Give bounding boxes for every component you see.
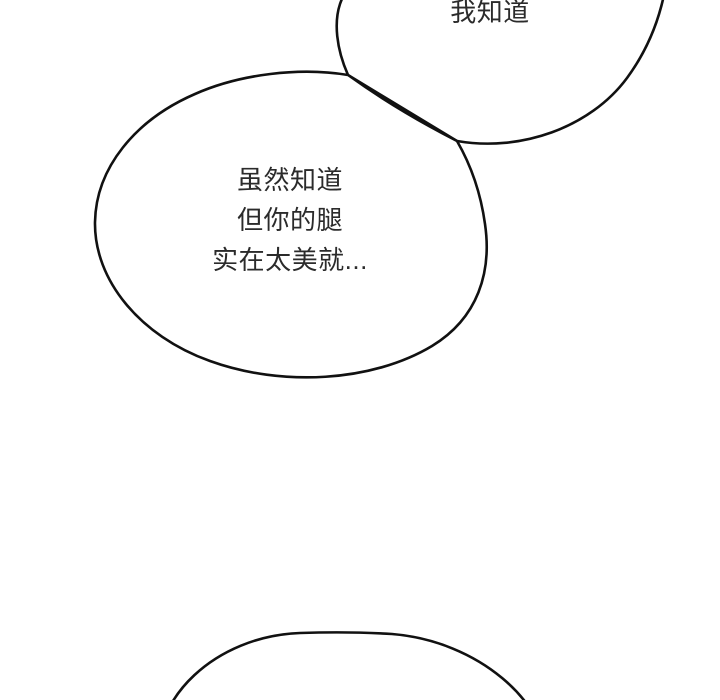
speech-bubble-top-shape <box>335 0 665 145</box>
speech-bubble-bottom <box>172 631 526 700</box>
speech-bubble-main-shape <box>93 70 488 379</box>
speech-bubble-main <box>93 70 488 379</box>
speech-bubble-top <box>335 0 665 145</box>
speech-bubble-bottom-shape <box>172 631 526 700</box>
speech-bubble-main-text: 虽然知道 但你的腿 实在太美就... <box>212 165 368 275</box>
speech-bubble-top-text: 不...不是的 我知道 <box>450 0 530 27</box>
